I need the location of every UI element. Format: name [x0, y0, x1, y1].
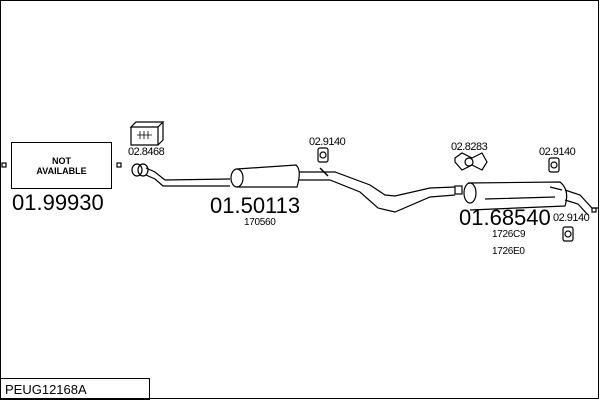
connector-right	[116, 162, 122, 168]
front-flange-icon	[131, 163, 149, 177]
part-number-middle[interactable]: 01.50113	[210, 193, 301, 218]
middle-muffler	[230, 164, 300, 188]
ref-rear-2: 1726E0	[492, 246, 525, 257]
clamp-icon	[454, 152, 488, 171]
rubber-mount-rear2-icon	[562, 226, 574, 242]
not-available-line1: NOT	[52, 155, 71, 166]
rear-muffler	[463, 181, 568, 211]
connector-left	[1, 162, 7, 168]
rubber-mount-rear1-icon	[548, 157, 560, 173]
diagram-title: PEUG12168A	[0, 378, 150, 400]
accessory-clamp[interactable]: 02.8283	[451, 141, 488, 153]
gasket-kit-icon	[129, 121, 165, 146]
rubber-mount-mid-icon	[317, 147, 329, 163]
part-number-front[interactable]: 01.99930	[12, 190, 104, 215]
not-available-line2: AVAILABLE	[36, 165, 87, 176]
intermediate-pipe	[299, 171, 456, 213]
front-pipe	[145, 167, 231, 187]
accessory-rubber-mount-mid[interactable]: 02.9140	[309, 136, 346, 148]
not-available-box: NOT AVAILABLE	[11, 142, 112, 189]
accessory-rubber-mount-rear2[interactable]: 02.9140	[553, 212, 590, 224]
ref-middle: 170560	[244, 217, 276, 228]
part-number-rear[interactable]: 01.68540	[459, 205, 551, 230]
accessory-rubber-mount-rear1[interactable]: 02.9140	[539, 146, 576, 158]
accessory-gasket-kit[interactable]: 02.8468	[128, 146, 165, 158]
ref-rear-1: 1726C9	[492, 229, 526, 240]
